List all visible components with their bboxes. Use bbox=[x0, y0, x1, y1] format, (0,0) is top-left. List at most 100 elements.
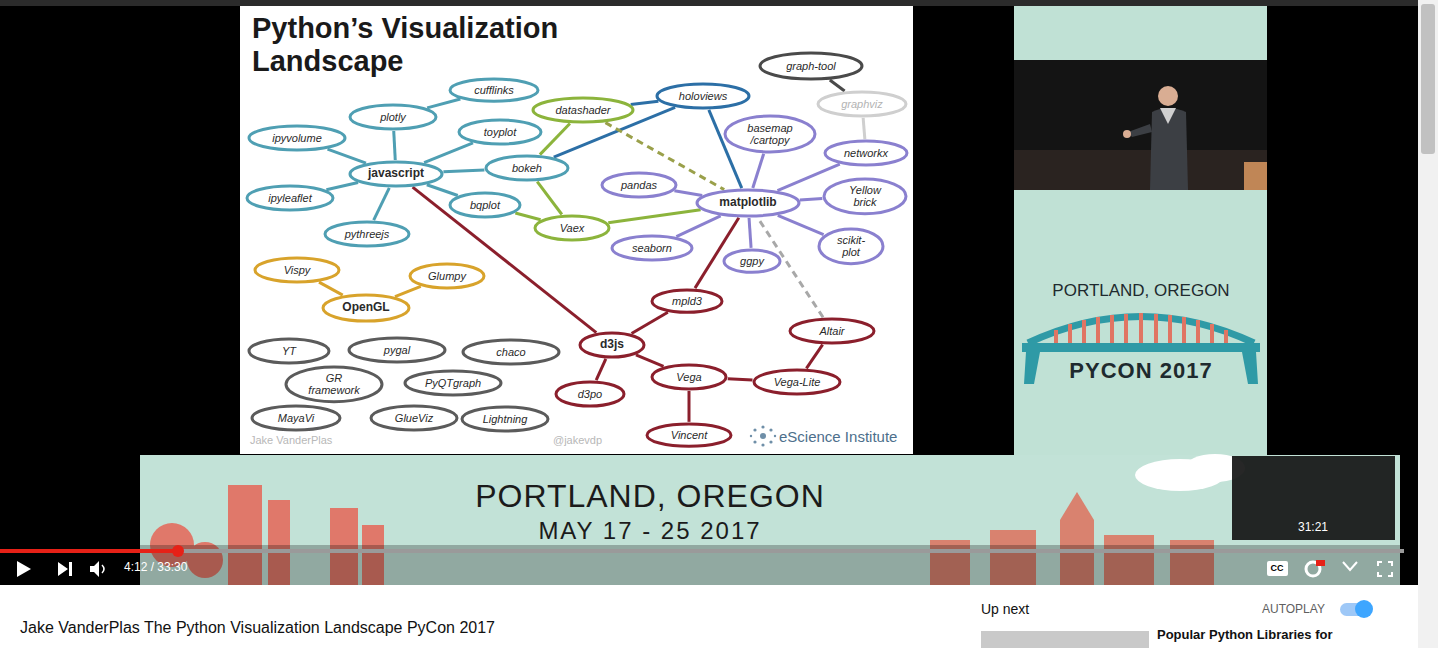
library-ellipse: plotly bbox=[348, 103, 438, 131]
ellipse-shape bbox=[349, 338, 445, 362]
speaker-body bbox=[1150, 108, 1188, 190]
connector-line bbox=[830, 80, 845, 91]
ellipse-shape bbox=[450, 193, 520, 217]
library-ellipse: pythreejs bbox=[323, 220, 411, 248]
ellipse-shape bbox=[580, 333, 644, 357]
top-strip bbox=[0, 0, 1418, 6]
ellipse-shape bbox=[647, 424, 731, 446]
progress-knob bbox=[172, 545, 184, 557]
library-ellipse: ipyvolume bbox=[247, 124, 347, 152]
connector-line bbox=[328, 149, 366, 163]
library-name: datashader bbox=[555, 104, 610, 116]
library-name: seaborn bbox=[632, 242, 672, 254]
library-name: javascript bbox=[368, 167, 424, 180]
connector-line bbox=[778, 215, 824, 234]
library-name: graph-tool bbox=[786, 60, 836, 72]
ellipse-shape bbox=[652, 290, 722, 312]
connector-line bbox=[674, 191, 702, 196]
video-area bbox=[0, 0, 1418, 585]
library-ellipse: d3js bbox=[578, 331, 646, 359]
bridge-leg bbox=[1242, 352, 1258, 384]
library-ellipse: javascript bbox=[348, 160, 444, 188]
library-ellipse: networkx bbox=[823, 139, 909, 167]
library-name: bqplot bbox=[470, 199, 500, 211]
library-name: GR framework bbox=[303, 372, 365, 397]
library-name: bokeh bbox=[512, 162, 542, 174]
progress-track bbox=[0, 549, 1404, 553]
library-ellipse: GR framework bbox=[284, 365, 384, 404]
library-ellipse: bqplot bbox=[448, 191, 522, 219]
library-ellipse: toyplot bbox=[457, 118, 543, 146]
library-ellipse: Glumpy bbox=[408, 262, 486, 290]
library-name: mpld3 bbox=[672, 295, 702, 307]
slide-title: Python’s Visualization Landscape bbox=[252, 12, 672, 79]
library-name: chaco bbox=[496, 346, 525, 358]
connector-line bbox=[326, 183, 358, 190]
ellipse-shape bbox=[612, 236, 692, 260]
ellipse-shape bbox=[652, 365, 726, 389]
library-ellipse: PyQTgraph bbox=[403, 369, 503, 397]
connector-line bbox=[443, 170, 484, 172]
hd-badge bbox=[1316, 560, 1325, 566]
volume-wave bbox=[102, 565, 104, 573]
ellipse-shape bbox=[825, 141, 907, 165]
library-name: plotly bbox=[380, 111, 406, 123]
library-name: Glumpy bbox=[428, 270, 466, 282]
library-name: Altair bbox=[819, 325, 844, 337]
ellipse-shape bbox=[410, 264, 484, 288]
page-label: PORTLAND, OREGON bbox=[475, 478, 825, 515]
ellipse-shape bbox=[462, 407, 548, 431]
fullscreen-icon bbox=[1378, 562, 1392, 576]
page-label: PORTLAND, OREGON bbox=[1052, 281, 1229, 301]
preview-thumbnail bbox=[1232, 456, 1395, 540]
library-ellipse: d3po bbox=[554, 380, 626, 408]
page-label: @jakevdp bbox=[553, 434, 602, 447]
library-name: GlueViz bbox=[395, 412, 433, 424]
library-name: OpenGL bbox=[342, 301, 389, 314]
library-name: ggpy bbox=[740, 255, 764, 267]
library-ellipse: pandas bbox=[600, 171, 678, 199]
ellipse-shape bbox=[405, 371, 501, 395]
ellipse-shape bbox=[760, 53, 862, 79]
stage-floor bbox=[1014, 150, 1267, 190]
speaker-arm bbox=[1128, 124, 1152, 137]
ellipse-shape bbox=[486, 156, 568, 180]
library-ellipse: MayaVi bbox=[250, 404, 342, 432]
connector-line bbox=[676, 216, 720, 237]
library-ellipse: Lightning bbox=[460, 405, 550, 433]
connector-line bbox=[515, 213, 540, 220]
ellipse-shape bbox=[790, 319, 874, 343]
controls-shade bbox=[0, 545, 1418, 585]
library-name: ipyleaflet bbox=[268, 192, 311, 204]
ellipse-shape bbox=[249, 339, 329, 363]
connector-line bbox=[374, 188, 390, 220]
speaker-video bbox=[1014, 60, 1267, 190]
ellipse-shape bbox=[819, 229, 883, 264]
connector-line bbox=[749, 218, 751, 248]
library-name: matplotlib bbox=[719, 196, 776, 209]
library-name: Yellow brick bbox=[842, 184, 888, 209]
autoplay-knob bbox=[1355, 600, 1373, 618]
library-ellipse: Vincent bbox=[645, 422, 733, 448]
ellipse-shape bbox=[249, 126, 345, 150]
page-label: Jake VanderPlas The Python Visualization… bbox=[20, 619, 495, 637]
library-ellipse: Vaex bbox=[533, 214, 611, 242]
library-ellipse: mpld3 bbox=[650, 288, 724, 314]
ellipse-shape bbox=[286, 367, 382, 402]
library-ellipse: GlueViz bbox=[369, 404, 459, 432]
ellipse-shape bbox=[556, 382, 624, 406]
captions-icon bbox=[1267, 561, 1288, 576]
speaker-hand bbox=[1123, 130, 1131, 138]
connector-line bbox=[427, 185, 458, 196]
library-ellipse: Altair bbox=[788, 317, 876, 345]
library-ellipse: bokeh bbox=[484, 154, 570, 182]
next-thumbnail bbox=[981, 631, 1149, 648]
library-ellipse: Vega-Lite bbox=[752, 368, 842, 396]
ellipse-shape bbox=[252, 406, 340, 430]
ellipse-shape bbox=[602, 173, 676, 197]
library-ellipse: OpenGL bbox=[321, 293, 411, 323]
library-ellipse: matplotlib bbox=[695, 188, 801, 218]
page-label: 4:12 / 33:30 bbox=[124, 561, 187, 575]
connector-line bbox=[636, 355, 664, 366]
library-name: holoviews bbox=[679, 90, 727, 102]
